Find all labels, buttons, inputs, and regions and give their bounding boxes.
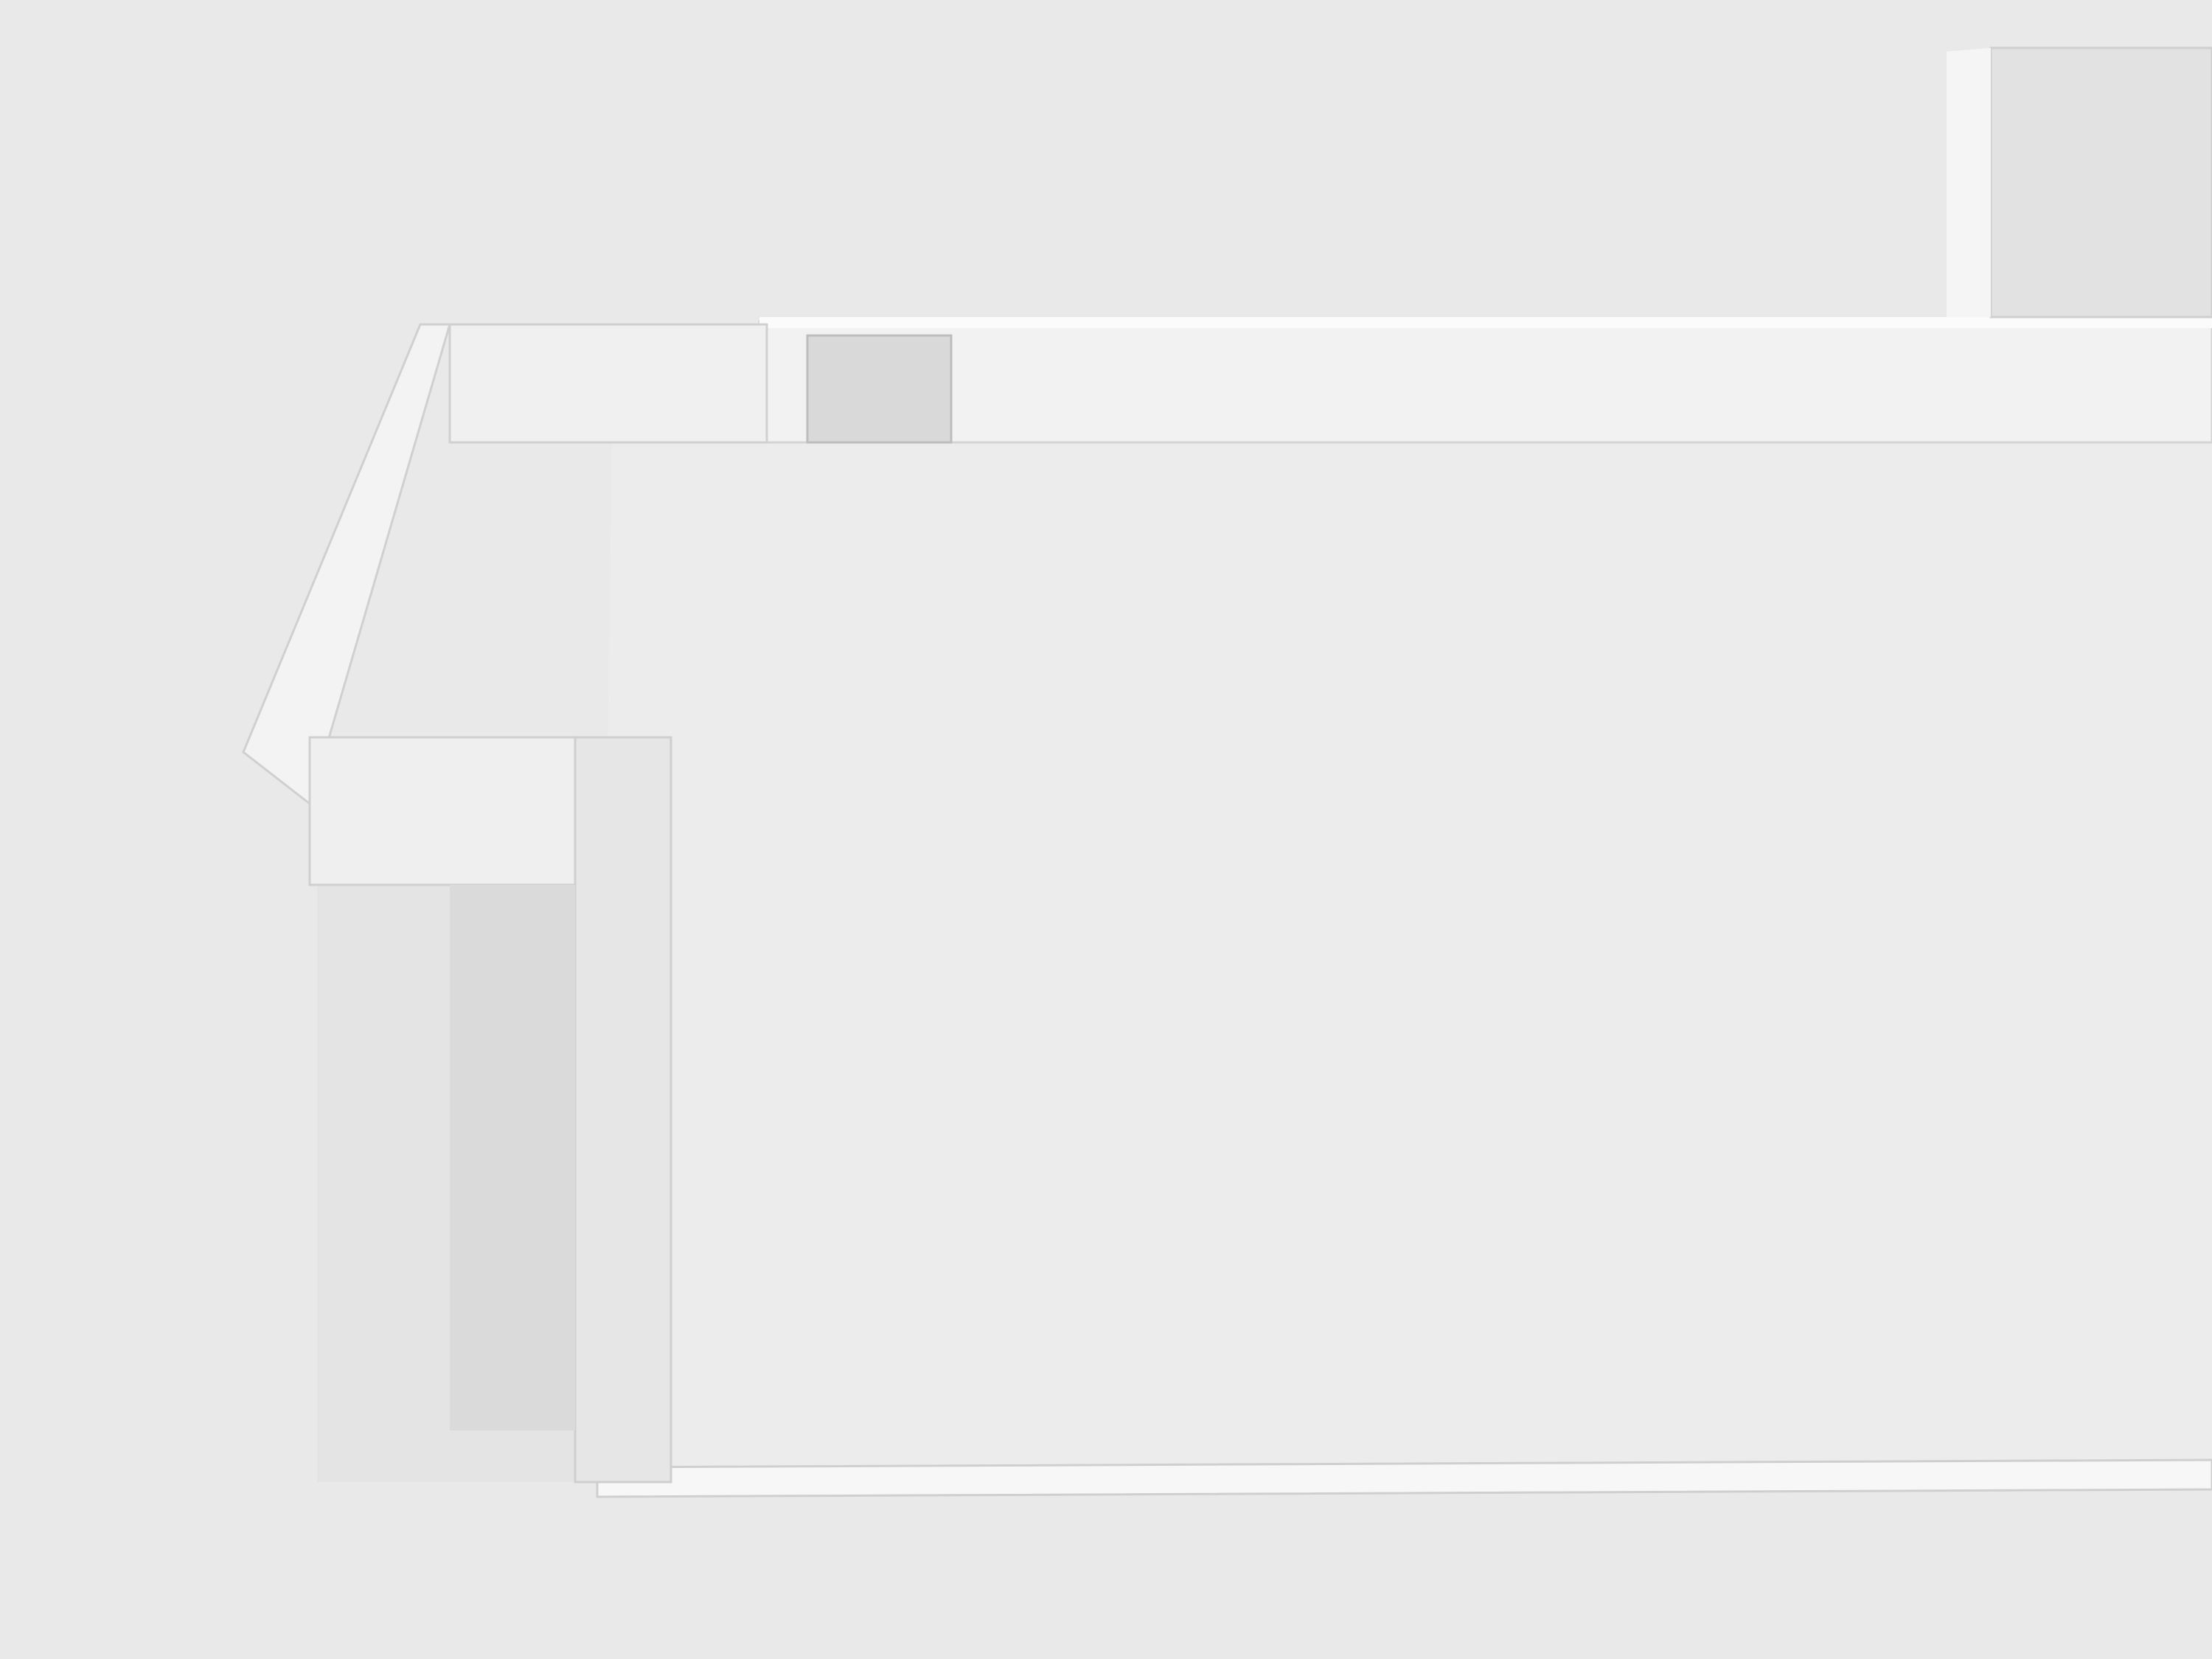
dock-floor <box>450 885 575 1430</box>
back-wall-top <box>759 317 2212 328</box>
factory-building <box>242 46 2212 1498</box>
outer-wall-front <box>596 1458 2212 1498</box>
back-wall <box>758 320 2212 444</box>
dock-side-wall <box>574 736 672 1484</box>
office-wall <box>1947 48 1991 317</box>
office-room <box>1989 46 2212 319</box>
factory-floor <box>597 413 2212 1482</box>
warehouse-back-wall <box>448 323 768 444</box>
rolling-door <box>806 334 953 444</box>
